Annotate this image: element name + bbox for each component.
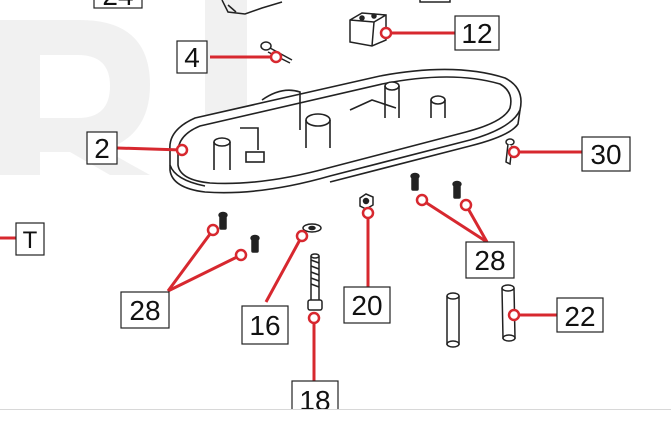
label-24-text: 24 [102,0,133,11]
label-2: 2 [86,131,118,165]
label-T-text: T [23,227,38,254]
label-12: 12 [454,15,500,51]
part-28-screws-right [410,172,462,199]
label-20: 20 [343,286,391,324]
part-22-spacers [446,284,516,348]
part-20-nut [359,193,374,210]
label-28-left-text: 28 [129,295,160,326]
part-28-screws-left [218,211,260,253]
label-28-right: 28 [465,241,515,279]
top-fragments [221,0,451,15]
part-18-bolt [307,253,323,311]
label-12-text: 12 [461,18,492,49]
part-12-block [349,12,387,47]
label-22-text: 22 [564,301,595,332]
part-16-washer [302,223,322,233]
label-2-text: 2 [94,133,110,164]
label-4: 4 [176,40,208,74]
label-30: 30 [581,136,631,172]
label-28-left: 28 [120,291,170,329]
label-28-right-text: 28 [474,245,505,276]
part-2-housing [169,68,522,194]
label-30-text: 30 [590,139,621,170]
label-22: 22 [556,297,604,333]
label-4-text: 4 [184,42,200,73]
label-16: 16 [241,305,289,345]
callout-endpoints [175,26,521,325]
label-T: T [15,222,45,256]
bottom-divider [0,409,671,428]
label-24: 24 [93,0,143,11]
callout-lines [0,31,582,381]
label-16-text: 16 [249,310,280,341]
label-20-text: 20 [351,290,382,321]
